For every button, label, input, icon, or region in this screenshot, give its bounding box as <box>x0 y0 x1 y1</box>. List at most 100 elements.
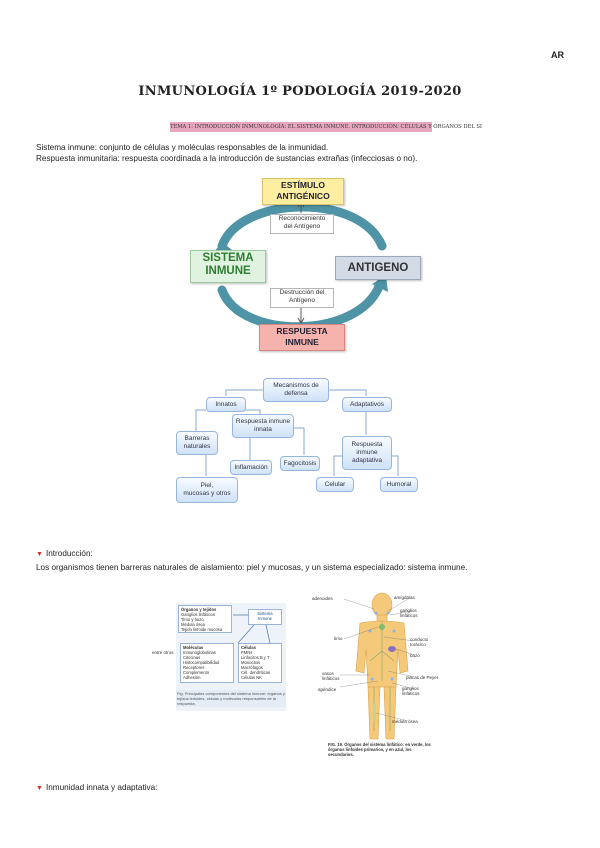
respuesta-label: RESPUESTA <box>276 326 328 336</box>
node-fagocitosis: Fagocitosis <box>280 456 320 471</box>
lymph-label: ganglios linfáticos <box>402 686 420 696</box>
lymphatic-system-figure: adenoides amígdalas ganglios linfáticos … <box>312 591 439 761</box>
lymph-label: amígdalas <box>394 595 415 600</box>
heading-text: Introducción: <box>45 549 93 558</box>
intro-line: Sistema inmune: conjunto de células y mo… <box>36 143 329 152</box>
node-text: inmune <box>356 449 378 456</box>
node-text: naturales <box>183 443 211 450</box>
author-initials: AR <box>551 50 564 60</box>
immune-cycle-diagram: ESTÍMULO ANTIGÉNICO Reconocimiento del A… <box>0 0 600 360</box>
moleculas-item: Inmunoglobulinas <box>183 650 216 655</box>
section-introduccion-heading[interactable]: ▼Introducción: <box>36 548 93 560</box>
lymph-label: vasos linfáticos <box>322 671 340 681</box>
node-text: Respuesta <box>351 441 383 448</box>
sistema-inmune-box: SISTEMA INMUNE <box>190 250 266 283</box>
entre-otros-label: entre otros <box>152 650 174 655</box>
moleculas-item: Receptores <box>183 665 205 670</box>
sistema-label: INMUNE <box>205 265 251 277</box>
moleculas-item: Complemento <box>183 670 210 675</box>
lower-arrowhead <box>372 276 388 292</box>
intro-line: Respuesta inmunitaria: respuesta coordin… <box>36 154 418 163</box>
node-text: Piel, <box>200 482 214 489</box>
celulas-item: Monocitos <box>241 660 261 665</box>
organos-item: Tejido linfoide mucosa <box>181 627 223 632</box>
destruccion-note: Destrucción del Antígeno <box>270 288 334 308</box>
estimulo-label: ANTIGÉNICO <box>276 191 330 201</box>
estimulo-label: ESTÍMULO <box>281 180 325 190</box>
node-text: adaptativa <box>351 457 382 464</box>
node-text: Inmune <box>258 616 272 621</box>
medula-mark <box>373 703 376 721</box>
respuesta-label: INMUNE <box>285 337 319 347</box>
note-line: Reconocimiento <box>278 215 326 222</box>
collapse-caret-icon[interactable]: ▼ <box>36 785 43 792</box>
lymph-label: apéndice <box>318 687 337 692</box>
lymph-label: adenoides <box>312 596 333 601</box>
moleculas-box: Moléculas Inmunoglobulinas Citocinas His… <box>180 643 234 683</box>
sistema-inmune-node: Sistema Inmune <box>248 609 282 625</box>
node-text: Respuesta inmune <box>235 418 291 425</box>
topic-highlight: TEMA 1: INTRODUCCIÓN INMUNOLOGÍA: EL SIS… <box>170 122 482 132</box>
node-text: Mecanismos de <box>273 382 319 389</box>
node-inflamacion: Inflamación <box>230 460 272 475</box>
node-text: Barreras <box>184 435 210 442</box>
note-line: Antígeno <box>288 297 316 304</box>
celulas-box: Células PMNs Linfocitos B y T Monocitos … <box>238 643 282 683</box>
components-connectors <box>233 614 271 644</box>
lymph-label: timo <box>334 636 343 641</box>
components-figure: Órganos y tejidos Ganglios linfáticos Ti… <box>176 603 286 711</box>
estimulo-antigenico-box: ESTÍMULO ANTIGÉNICO <box>262 178 344 205</box>
organos-item: Ganglios linfáticos <box>181 612 215 617</box>
collapse-caret-icon[interactable]: ▼ <box>36 551 43 558</box>
timo-mark <box>379 624 385 630</box>
node-celular: Celular <box>316 477 354 492</box>
lymph-label: placas de Peyer <box>406 675 439 680</box>
celulas-item: PMNs <box>241 650 253 655</box>
note-line: Destrucción del <box>279 289 325 296</box>
heading-text: Inmunidad innata y adaptativa: <box>45 783 158 792</box>
human-body-illustration <box>339 592 415 740</box>
bazo-mark <box>388 646 396 652</box>
lower-cycle-arrow <box>217 279 385 332</box>
section-inmunidad-heading[interactable]: ▼Inmunidad innata y adaptativa: <box>36 782 157 794</box>
moleculas-title: Moléculas <box>183 645 204 650</box>
celulas-item: Células NK <box>241 675 262 680</box>
introduccion-text: Los organismos tienen barreras naturales… <box>36 563 468 572</box>
organos-box: Órganos y tejidos Ganglios linfáticos Ti… <box>178 605 232 633</box>
cycle-arrows <box>214 201 388 332</box>
sistema-label: SISTEMA <box>202 252 254 264</box>
lymphatic-caption: FIG. 19. Órganos del sistema linfático: … <box>328 742 431 757</box>
upper-cycle-arrow <box>217 202 387 251</box>
celulas-item: Linfocitos B y T <box>241 655 270 660</box>
moleculas-item: Citocinas <box>183 655 201 660</box>
node-adaptativos: Adaptativos <box>342 397 392 412</box>
node-humoral: Humoral <box>380 477 418 492</box>
node-text: mucosas y otros <box>183 490 231 497</box>
node-piel: Piel,mucosas y otros <box>176 477 238 503</box>
respuesta-inmune-box: RESPUESTA INMUNE <box>259 324 345 351</box>
moleculas-item: Histocompatibilidad <box>183 660 220 665</box>
node-text: innata <box>254 426 272 433</box>
celulas-item: Cél. dendríticas <box>241 670 271 675</box>
lymph-label: médula ósea <box>392 719 418 724</box>
reconocimiento-note: Reconocimiento del Antígeno <box>270 214 334 234</box>
organos-title: Órganos y tejidos <box>181 607 217 612</box>
lymph-label: bazo <box>410 653 420 658</box>
note-line: del Antígeno <box>283 223 321 230</box>
organos-item: Timo y bazo <box>181 617 204 622</box>
node-text: Sistema <box>257 611 273 616</box>
lymph-label: ganglios linfáticos <box>400 608 418 618</box>
celulas-item: Macrófagos <box>241 665 263 670</box>
lymph-label: conducto torácico <box>410 637 429 647</box>
moleculas-item: Adhesión <box>183 675 201 680</box>
components-caption: Fig. Principales componentes del sistema… <box>176 690 286 707</box>
organos-item: Médula ósea <box>181 622 205 627</box>
node-innatos: Innatos <box>206 397 246 412</box>
tree-connectors <box>195 389 399 476</box>
node-text: defensa <box>284 390 308 397</box>
page-title: INMUNOLOGÍA 1º PODOLOGÍA 2019-2020 <box>138 84 462 99</box>
